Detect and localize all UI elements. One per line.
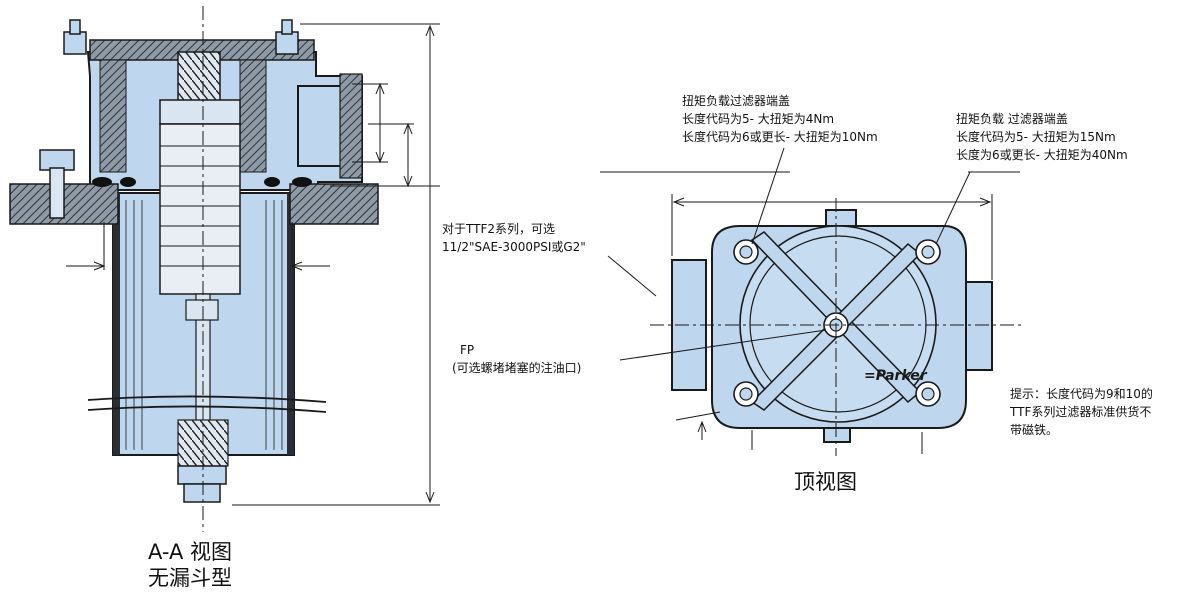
fill-plug-line2: (可选螺堵堵塞的注油口) [452, 361, 582, 375]
parker-logo: =Parker [864, 368, 928, 384]
note-line1: 提示：长度代码为9和10的 [1010, 387, 1153, 401]
port-option-line2: 11/2"SAE-3000PSI或G2" [442, 240, 586, 254]
section-caption-line1: A-A 视图 [148, 540, 233, 564]
cover-bolt-left [63, 19, 87, 55]
note-line3: 带磁铁。 [1010, 423, 1059, 437]
cover-bolt [733, 239, 759, 265]
drain-plug [177, 465, 227, 503]
torque-right-line2: 长度为6或更长- 大扭矩为40Nm [956, 148, 1128, 162]
mounting-flange-right [289, 183, 379, 225]
flange-bolt [39, 149, 75, 219]
cover-bolt [733, 381, 759, 407]
port-option-line1: 对于TTF2系列，可选 [442, 222, 555, 236]
section-view [9, 6, 440, 532]
dimension-lines [66, 23, 440, 506]
note-line2: TTF系列过滤器标准供货不 [1010, 405, 1152, 419]
valve-stack [159, 123, 241, 295]
torque-left-line2: 长度代码为6或更长- 大扭矩为10Nm [682, 130, 878, 144]
cover-bolt-right [275, 19, 299, 55]
torque-right-line1: 长度代码为5- 大扭矩为15Nm [956, 130, 1116, 144]
cover-bolt [915, 239, 941, 265]
torque-left-title: 扭矩负载过滤器端盖 [682, 94, 791, 108]
fill-plug-line1: FP [460, 343, 475, 357]
section-caption-line2: 无漏斗型 [148, 566, 232, 590]
cover-bolt [915, 381, 941, 407]
callout-leaders [600, 147, 1020, 361]
top-view-caption: 顶视图 [794, 470, 857, 494]
torque-left-line1: 长度代码为5- 大扭矩为4Nm [682, 112, 835, 126]
torque-right-title: 扭矩负载 过滤器端盖 [956, 112, 1068, 126]
top-view: =Parker [600, 147, 1024, 456]
bypass-spring [177, 51, 221, 103]
